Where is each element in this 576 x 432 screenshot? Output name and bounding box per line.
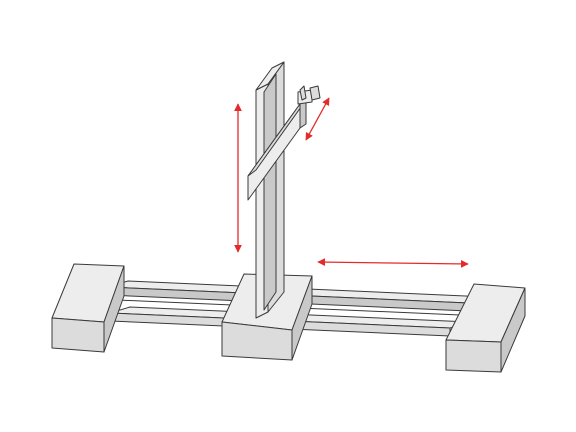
- left-block-side: [103, 265, 125, 353]
- right-block-front: [445, 339, 502, 373]
- gripper-finger-right: [309, 85, 321, 101]
- right-block-side: [500, 287, 526, 373]
- x-axis-arrow: [317, 258, 469, 268]
- right-end-block: [445, 283, 526, 373]
- left-block-front: [51, 317, 105, 353]
- gripper: [297, 85, 321, 105]
- carriage-block: [221, 273, 313, 361]
- motion-arrows: [234, 97, 469, 268]
- column-top: [255, 61, 285, 91]
- arm-end: [299, 99, 307, 129]
- left-end-block: [51, 263, 125, 353]
- column-inner-rail: [263, 73, 277, 311]
- y-axis-arrow: [305, 97, 330, 141]
- vertical-column: [255, 61, 285, 319]
- carriage-side: [291, 275, 313, 361]
